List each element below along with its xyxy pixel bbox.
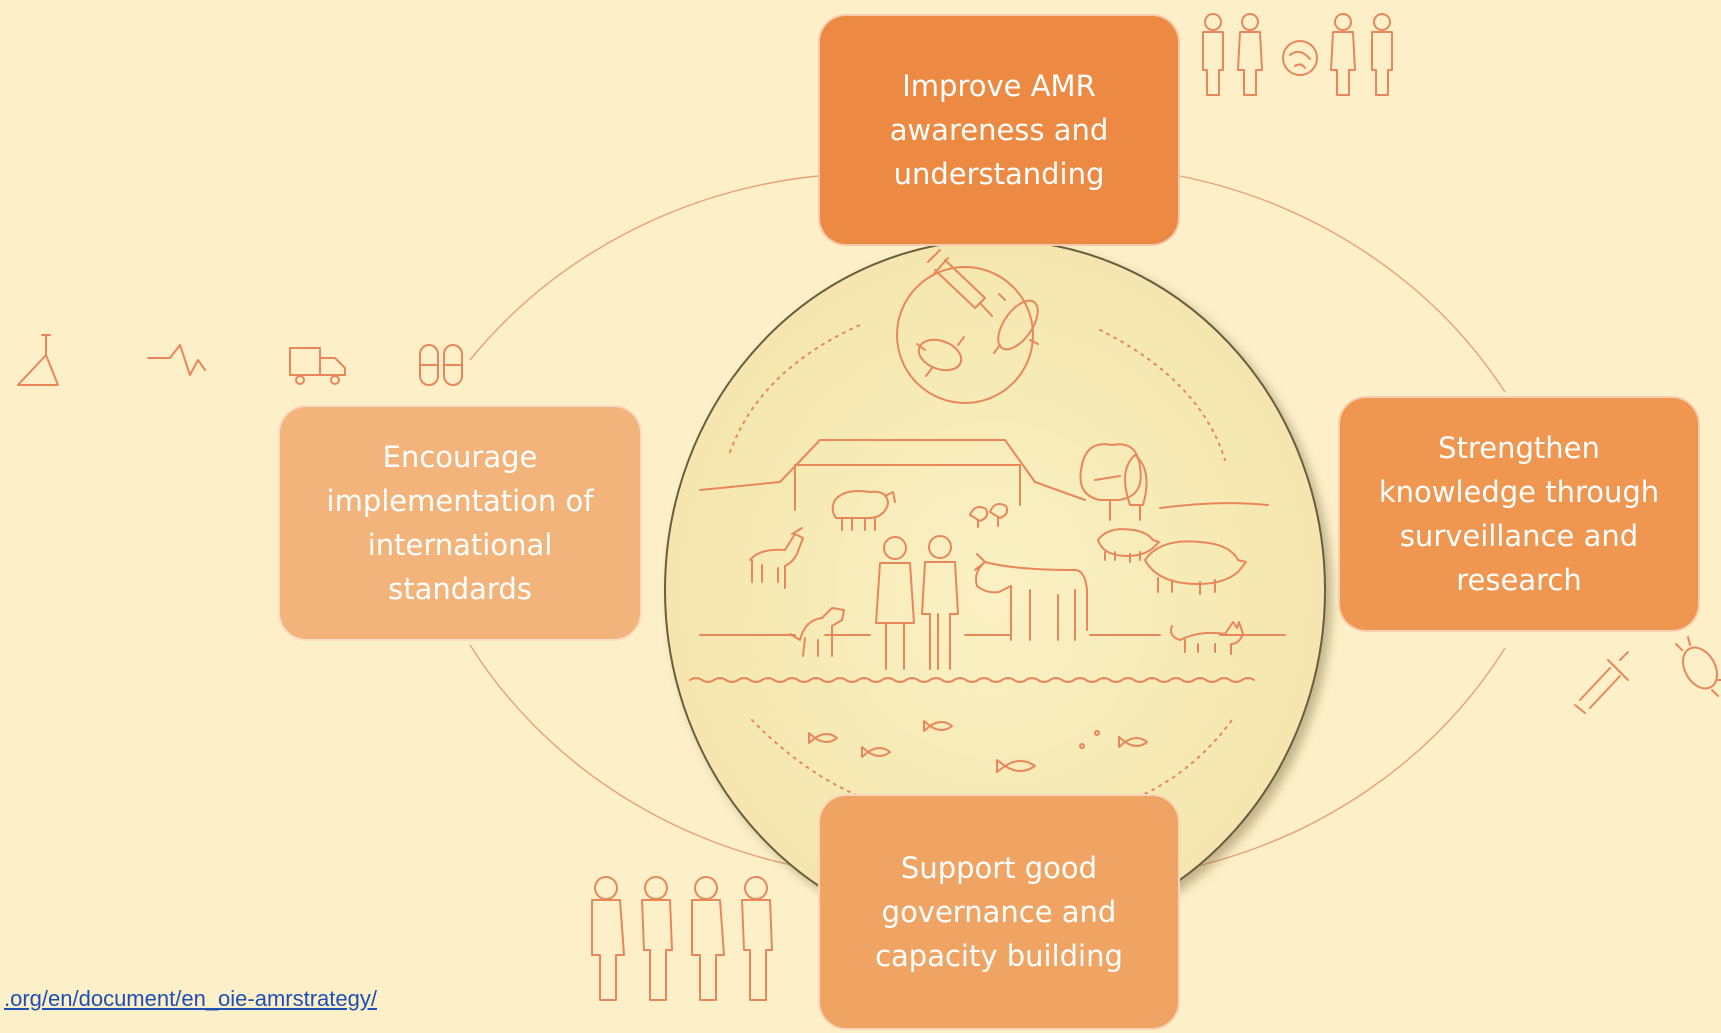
sheep-icon — [831, 490, 896, 531]
pulse-icon — [147, 344, 206, 376]
pig-icon — [1097, 528, 1160, 563]
farm-barn-icon — [699, 439, 1086, 511]
truck-icon — [289, 347, 346, 385]
capsules-icon — [419, 344, 463, 386]
flask-icon — [17, 334, 59, 386]
dog-icon — [789, 607, 845, 657]
tree-icon — [1079, 443, 1148, 521]
people-icon — [875, 535, 959, 670]
goat-icon — [749, 527, 804, 589]
box-strengthen-knowledge: Strengthen knowledge through surveillanc… — [1338, 396, 1700, 632]
box-encourage-standards: Encourage implementation of internationa… — [278, 405, 642, 641]
box-support-governance: Support good governance and capacity bui… — [818, 794, 1180, 1030]
outer-ring — [469, 175, 1506, 871]
cow-icon — [974, 553, 1088, 641]
syringe-icon — [1574, 651, 1629, 714]
box-improve-awareness: Improve AMR awareness and understanding — [818, 14, 1180, 246]
people-icon — [1202, 13, 1393, 96]
source-link[interactable]: .org/en/document/en_oie-amrstrategy/ — [4, 986, 377, 1011]
bacteria-icon — [1675, 636, 1721, 697]
pig-icon — [1144, 540, 1247, 595]
cat-icon — [1170, 621, 1244, 655]
people-icon — [591, 876, 773, 1001]
bacteria-icon — [896, 266, 1039, 404]
center-scene — [664, 239, 1326, 941]
chicken-icon — [969, 503, 1009, 528]
syringe-icon — [927, 249, 993, 317]
fish-icon — [808, 720, 1148, 773]
